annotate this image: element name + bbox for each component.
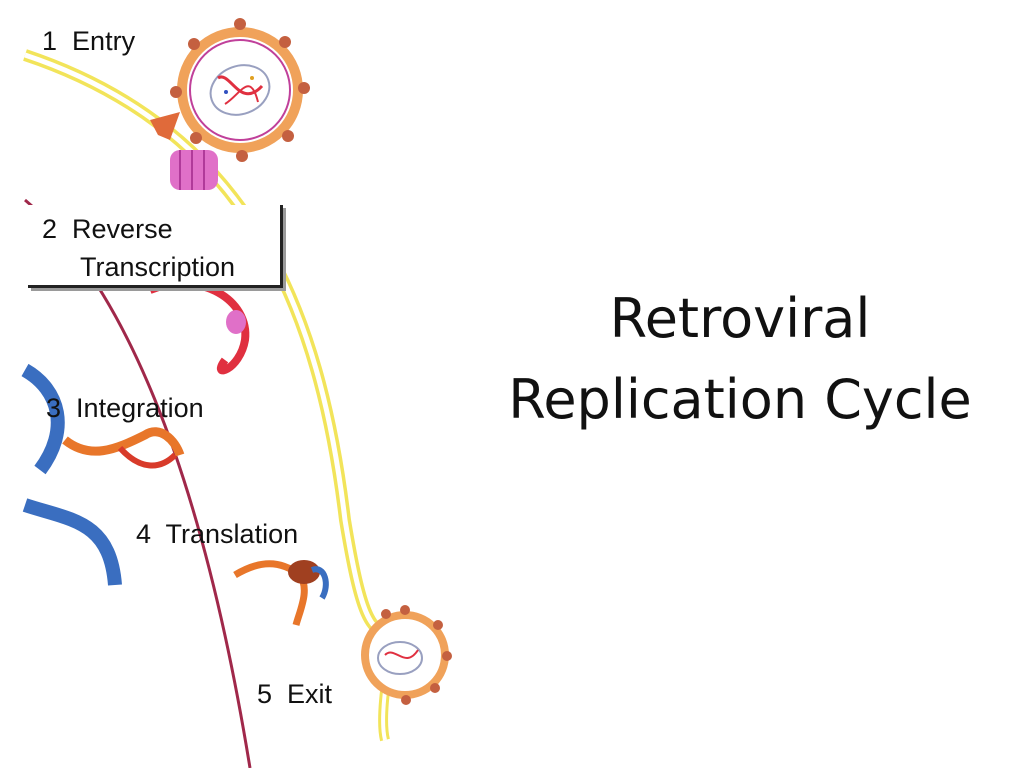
step-text: Reverse [72,214,173,244]
ribosome [288,560,320,584]
step-5-label: 5 Exit [257,681,332,708]
step-2-label-line1: 2 Reverse [42,216,173,243]
step-number: 1 [42,26,58,56]
step-text: Exit [287,679,333,709]
step-number: 3 [46,393,62,423]
step-text: Entry [72,26,136,56]
receptor [150,112,180,140]
replication-cycle-diagram [21,18,452,768]
co-receptor [170,150,218,190]
step-4-label: 4 Translation [136,521,298,548]
step-number: 5 [257,679,273,709]
step-1-label: 1 Entry [42,28,135,55]
host-dna-ribbon [22,498,122,586]
host-dna-ribbon [21,363,65,475]
slide-title-line1: Retroviral [609,287,871,350]
step-number: 4 [136,519,152,549]
step-text: Translation [165,519,299,549]
virus-exit [361,605,452,705]
step-3-label: 3 Integration [46,395,204,422]
step-number: 2 [42,214,58,244]
slide-title-line2: Replication Cycle [508,368,972,431]
virus-entry [170,18,310,162]
step-2-label-line2: Transcription [80,252,236,282]
step-2-callout-box [28,205,283,288]
slide-title: Retroviral Replication Cycle [470,278,1010,440]
step-text: Integration [76,393,204,423]
